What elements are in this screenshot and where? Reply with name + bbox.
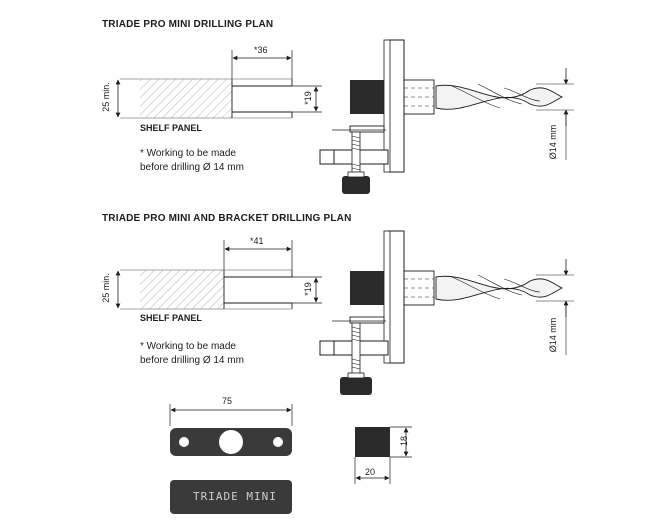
plan-2-hole-label: *19 [303,282,313,296]
engraved-plate [170,480,292,514]
plan-2-title: TRIADE PRO MINI AND BRACKET DRILLING PLA… [102,213,352,224]
block-width-label: 20 [365,467,376,477]
plan-2-note-line-2: before drilling Ø 14 mm [140,355,244,366]
plan-2-drawing [115,230,574,395]
plan-2-panel-label: SHELF PANEL [140,313,202,323]
plan-1-drawing [115,39,574,194]
block-drawing [354,426,412,484]
plan-2-jig [319,230,435,395]
plan-1-shelf-panel [120,78,293,119]
plate-width-label: 75 [222,396,233,406]
plan-1-drill-label: Ø14 mm [548,124,558,160]
plan-1-jig [319,39,435,194]
plan-1-panel-label: SHELF PANEL [140,123,202,133]
plan-2-depth-dimension [223,240,293,270]
plate-engraving: TRIADE MINI [193,490,277,503]
plan-2-shelf-panel [120,269,293,310]
plan-1-depth-label: *36 [254,45,268,55]
plan-2-depth-label: *41 [250,236,264,246]
plan-2-drill-bit [435,274,564,301]
plan-1-thickness-label: 25 min. [101,82,111,112]
plan-2-drill-dimension [536,259,574,355]
plan-2-hole-dimension [292,276,322,304]
plate-drawing [169,404,293,514]
plan-1-drill-bit [435,83,564,110]
block-height-label: 18 [399,436,409,447]
plan-1-hole-label: *19 [303,91,313,105]
plan-1-note-line-2: before drilling Ø 14 mm [140,162,244,173]
plan-1-title: TRIADE PRO MINI DRILLING PLAN [102,19,274,30]
plan-2-note-line-1: * Working to be made [140,341,236,352]
plan-1-hole-dimension [292,85,322,113]
plan-2-thickness-label: 25 min. [101,273,111,303]
spacer-block [355,427,390,457]
plan-1-note-line-1: * Working to be made [140,148,236,159]
plan-1-depth-dimension [231,50,293,79]
plan-1-drill-dimension [536,68,574,160]
plan-2-drill-label: Ø14 mm [548,317,558,353]
